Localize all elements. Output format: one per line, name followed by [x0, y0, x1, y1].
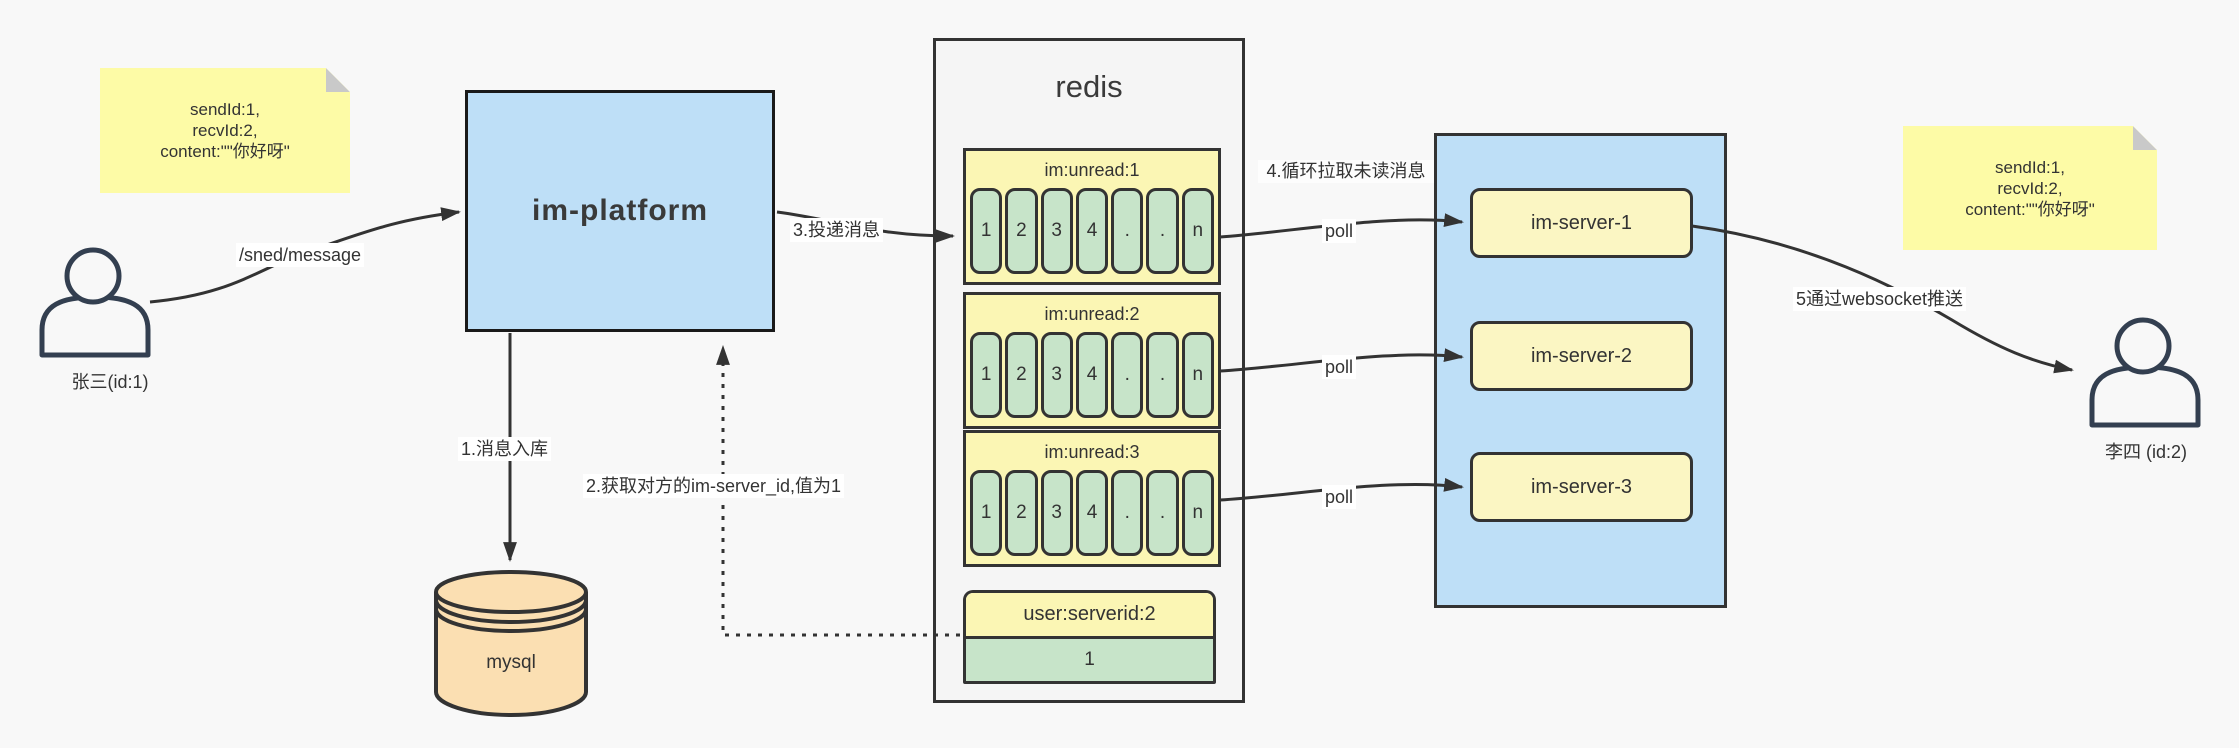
- mysql-cylinder-icon: [431, 568, 591, 723]
- edge-label-send: /sned/message: [236, 243, 365, 267]
- note-line: sendId:1,: [190, 100, 260, 119]
- list-cell: 4: [1075, 188, 1109, 274]
- im-servers-container: im-server-1 im-server-2 im-server-3: [1434, 133, 1727, 608]
- list-cell: 4: [1075, 332, 1109, 418]
- list-cell: 2: [1005, 470, 1038, 556]
- unread-list-2: im:unread:2 1 2 3 4 . . n: [963, 292, 1221, 429]
- unread-list-3: im:unread:3 1 2 3 4 . . n: [963, 430, 1221, 567]
- list-title: im:unread:1: [1044, 160, 1140, 180]
- kv-value: 1: [966, 639, 1213, 681]
- edge-label-push: 5通过websocket推送: [1793, 287, 1967, 311]
- note-line: recvId:2,: [192, 121, 258, 140]
- note-fold-icon: [326, 68, 350, 92]
- list-cell: 1: [970, 470, 1003, 556]
- list-cell: 4: [1075, 470, 1109, 556]
- list-cell: 3: [1040, 332, 1073, 418]
- redis-container: redis im:unread:1 1 2 3 4 . . n im:unrea…: [933, 38, 1245, 703]
- person-sender-icon: [36, 246, 152, 365]
- person-receiver-icon: [2086, 316, 2202, 435]
- edge-label-poll-note: 4.循环拉取未读消息: [1258, 160, 1434, 183]
- list-cell: 3: [1040, 188, 1073, 274]
- list-cell: .: [1111, 470, 1144, 556]
- list-cell: 1: [970, 332, 1003, 418]
- list-cell: .: [1146, 188, 1179, 274]
- sender-label: 张三(id:1): [71, 372, 149, 392]
- user-serverid-box: user:serverid:2 1: [963, 590, 1216, 684]
- receiver-label: 李四 (id:2): [2104, 442, 2187, 462]
- edge-label-deliver: 3.投递消息: [790, 218, 884, 242]
- list-title: im:unread:3: [1044, 442, 1140, 462]
- note-line: content:""你好呀": [160, 142, 290, 161]
- edge-label-poll-2: poll: [1322, 355, 1357, 379]
- im-server-1-box: im-server-1: [1470, 188, 1693, 258]
- list-cell: .: [1146, 332, 1179, 418]
- redis-title: redis: [1055, 69, 1123, 104]
- edge-label-lookup: 2.获取对方的im-server_id,值为1: [583, 474, 845, 498]
- note-line: sendId:1,: [1995, 157, 2065, 177]
- list-cell: n: [1181, 188, 1214, 274]
- list-cell: 3: [1040, 470, 1073, 556]
- im-server-2-box: im-server-2: [1470, 321, 1693, 391]
- list-cell: 2: [1005, 188, 1038, 274]
- edge-label-store: 1.消息入库: [458, 437, 552, 461]
- edge-label-poll-1: poll: [1322, 219, 1357, 243]
- list-cell: .: [1111, 332, 1144, 418]
- list-title: im:unread:2: [1044, 304, 1140, 324]
- kv-title: user:serverid:2: [966, 593, 1213, 639]
- list-cell: n: [1181, 332, 1214, 418]
- list-cell: .: [1146, 470, 1179, 556]
- list-cell: 1: [970, 188, 1003, 274]
- mysql-label: mysql: [486, 652, 536, 673]
- im-platform-box: im-platform: [465, 90, 775, 332]
- list-cell: 2: [1005, 332, 1038, 418]
- unread-list-1: im:unread:1 1 2 3 4 . . n: [963, 148, 1221, 285]
- note-line: recvId:2,: [1997, 178, 2063, 198]
- im-server-3-box: im-server-3: [1470, 452, 1693, 522]
- edge-label-poll-3: poll: [1322, 485, 1357, 509]
- note-fold-icon: [2133, 126, 2157, 150]
- im-platform-label: im-platform: [532, 194, 708, 227]
- sticky-note-left: sendId:1, recvId:2, content:""你好呀": [100, 68, 350, 193]
- list-cell: .: [1111, 188, 1144, 274]
- note-line: content:""你好呀": [1965, 199, 2095, 219]
- sticky-note-right: sendId:1, recvId:2, content:""你好呀": [1903, 126, 2157, 250]
- list-cell: n: [1181, 470, 1214, 556]
